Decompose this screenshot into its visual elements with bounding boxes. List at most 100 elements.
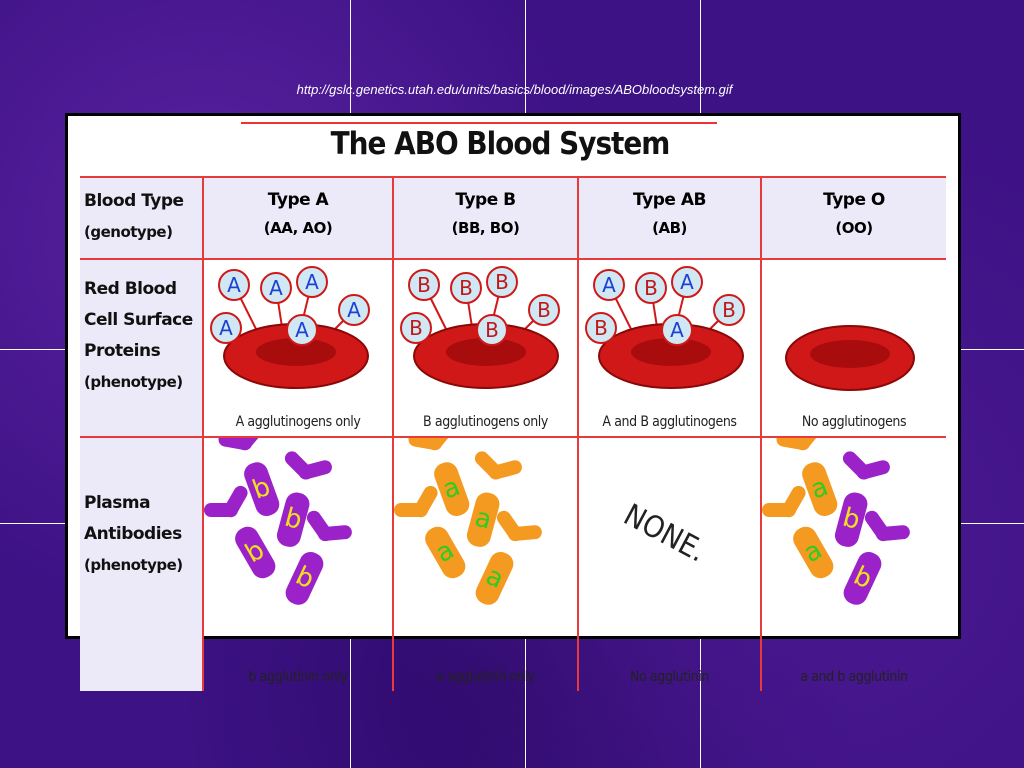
antigen-letter: A xyxy=(295,318,309,342)
antigen-letter: A xyxy=(670,318,684,342)
antigen-icon xyxy=(585,312,617,344)
antigen-letter: A xyxy=(269,276,283,300)
antibody-arm xyxy=(875,525,910,541)
antigen-icon xyxy=(528,294,560,326)
antibody-icon: b xyxy=(834,451,890,547)
antigen-icon xyxy=(671,266,703,298)
antigen-icon xyxy=(408,269,440,301)
antigen-letter: B xyxy=(644,276,658,300)
antibody-arm xyxy=(856,460,890,480)
label-text: (phenotype) xyxy=(84,373,183,391)
antigen-letter: B xyxy=(594,316,608,340)
antigen-letter: A xyxy=(219,316,233,340)
genotype: (AB) xyxy=(652,219,687,237)
antigen-letter: A xyxy=(680,270,694,294)
red-cell-plain-icon xyxy=(785,325,915,391)
antigen-letter: A xyxy=(305,270,319,294)
antibody-stem xyxy=(834,492,868,547)
antibody-stem xyxy=(793,526,834,579)
antigen-icon xyxy=(450,272,482,304)
antibody-arm xyxy=(298,460,332,480)
antigen-letter: B xyxy=(495,270,509,294)
antigen-icon xyxy=(286,314,318,346)
antibody-arm xyxy=(795,438,823,451)
antibody-arm xyxy=(427,438,455,451)
antibody-icon: a xyxy=(408,438,470,516)
label-text: Red Blood xyxy=(84,279,177,299)
antigen-icon xyxy=(260,272,292,304)
antibody-stem xyxy=(475,552,514,605)
antibody-arm xyxy=(223,485,248,518)
antibody-letter: b xyxy=(839,503,863,536)
label-text: (phenotype) xyxy=(84,556,183,574)
antigen-icon xyxy=(338,294,370,326)
antigen-letter: A xyxy=(347,298,361,322)
antigen-icon xyxy=(635,272,667,304)
caption: No agglutinogens xyxy=(801,414,907,430)
antibody-icon: a xyxy=(776,438,838,516)
antibody-arm xyxy=(507,525,542,541)
antigen-letter: B xyxy=(537,298,551,322)
genotype: (BB, BO) xyxy=(451,219,520,237)
antibody-stem xyxy=(434,462,470,516)
cell-center xyxy=(256,338,336,366)
antigen-icon xyxy=(210,312,242,344)
caption: A agglutinogens only xyxy=(235,414,361,430)
antibody-arm xyxy=(781,485,806,518)
genotype: (OO) xyxy=(835,219,873,237)
source-url: http://gslc.genetics.utah.edu/units/basi… xyxy=(296,82,733,97)
antibody-arm xyxy=(413,485,438,518)
antigen-letter: A xyxy=(227,273,241,297)
caption: b agglutinin only xyxy=(248,669,348,685)
caption: a and b agglutinin xyxy=(800,669,908,685)
row-label-blood-type: Blood Type (genotype) xyxy=(80,176,204,260)
antigen-icon xyxy=(593,269,625,301)
caption: A and B agglutinogens xyxy=(602,414,737,430)
antigen-letter: B xyxy=(459,276,473,300)
antibody-icon: b xyxy=(276,451,332,547)
antigen-icon xyxy=(476,314,508,346)
antibody-arm xyxy=(488,460,522,480)
antigen-icon xyxy=(486,266,518,298)
label-text: Cell Surface xyxy=(84,310,193,330)
label-text: (genotype) xyxy=(84,223,173,241)
caption: B agglutinogens only xyxy=(423,414,548,430)
cell-center xyxy=(810,340,890,368)
genotype: (AA, AO) xyxy=(263,219,333,237)
antibody-stem xyxy=(843,552,882,605)
antigen-icon xyxy=(218,269,250,301)
figure-title: The ABO Blood System xyxy=(330,126,671,162)
type-name: Type B xyxy=(455,190,516,210)
caption: a agglutinin only xyxy=(436,669,535,685)
label-text: Blood Type xyxy=(84,191,184,211)
antibody-arm xyxy=(237,438,265,451)
antibody-icon: b xyxy=(218,438,280,516)
cell-center xyxy=(446,338,526,366)
antigen-icon xyxy=(296,266,328,298)
antibody-stem xyxy=(802,462,838,516)
abo-table: Blood Type(genotype) Type A(AA, AO) Type… xyxy=(80,176,946,691)
label-text: Proteins xyxy=(84,341,161,361)
antibody-stem xyxy=(276,492,310,547)
antibody-stem xyxy=(466,492,500,547)
header-type-b: Type B (BB, BO) xyxy=(392,176,579,260)
abo-blood-system-figure: The ABO Blood System Blood Type (genotype… xyxy=(65,113,961,691)
antigen-letter: B xyxy=(722,298,736,322)
antibody-letter: a xyxy=(472,503,495,536)
caption: No agglutinin xyxy=(629,669,710,685)
antigen-icon xyxy=(713,294,745,326)
cell-o-antigens: No agglutinogens xyxy=(760,258,946,438)
antigen-icon xyxy=(400,312,432,344)
antibody-icon: a xyxy=(762,485,834,579)
type-name: Type O xyxy=(823,190,885,210)
